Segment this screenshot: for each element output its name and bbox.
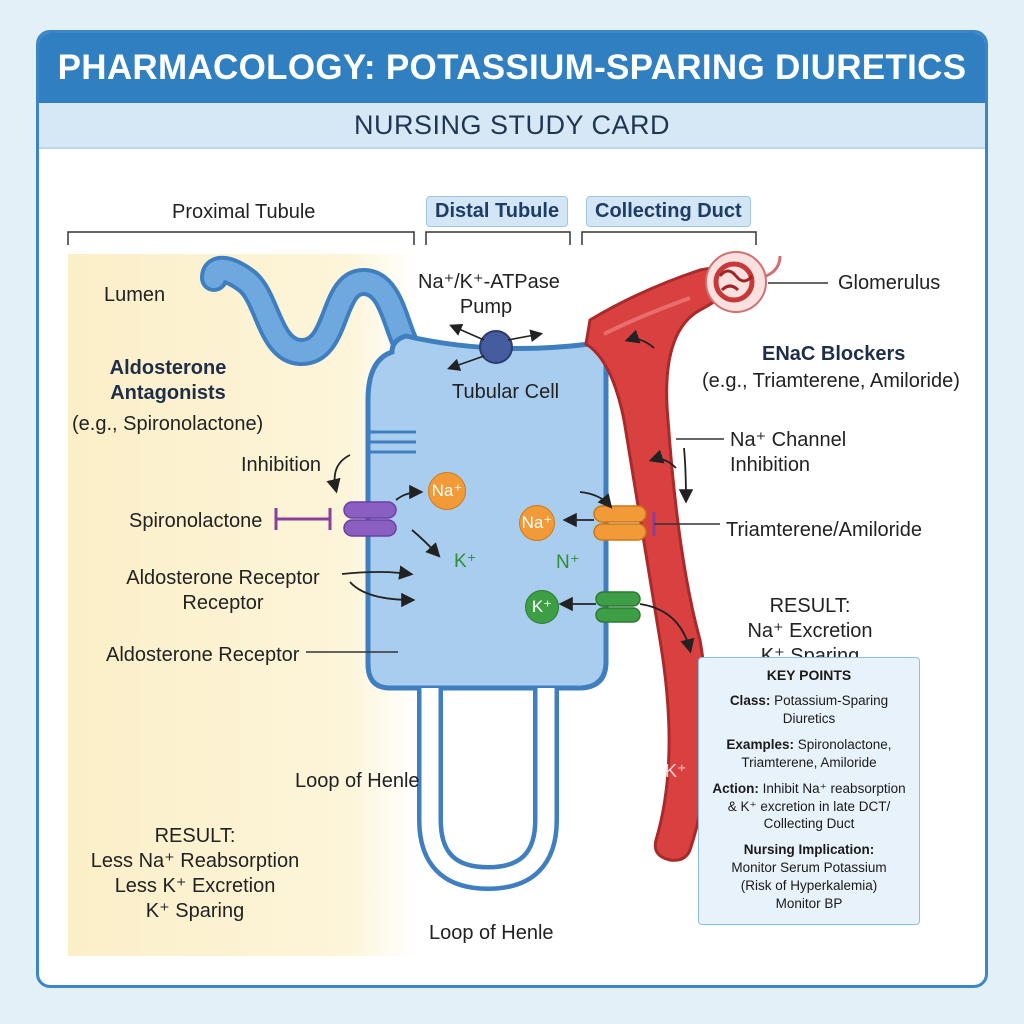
- key-points-title: KEY POINTS: [766, 667, 852, 683]
- k-ion-vessel: K⁺: [665, 761, 687, 781]
- key-points-box: KEY POINTS Class: Potassium-Sparing Diur…: [698, 657, 920, 925]
- class-value: Potassium-Sparing Diuretics: [774, 693, 889, 727]
- left-panel-background: [68, 254, 418, 956]
- na-channel-inhibition-label: Na⁺ Channel Inhibition: [730, 428, 846, 478]
- segment-distal-label: Distal Tubule: [426, 196, 569, 227]
- action-label: Action:: [712, 780, 759, 796]
- enac-blockers-heading: ENaC Blockers: [762, 343, 906, 365]
- k-channel: [595, 591, 641, 623]
- n-ion-right: N⁺: [556, 552, 580, 573]
- microvilli: [368, 430, 416, 454]
- subtitle-bar: NURSING STUDY CARD: [39, 103, 985, 149]
- receptor-line1: Aldosterone Receptor: [126, 567, 320, 589]
- lumen-label: Lumen: [104, 284, 166, 306]
- drug-class-line1: Aldosterone: [109, 357, 227, 379]
- nursing-label: Nursing Implication:: [743, 842, 875, 858]
- loop-of-henle: [417, 688, 559, 892]
- spironolactone-inhibitor: [274, 508, 332, 530]
- examples-value: Spironolactone,: [797, 737, 892, 753]
- loop-of-henle-bottom-label: Loop of Henle: [429, 922, 554, 944]
- na-ion-left: Na⁺: [428, 472, 466, 510]
- key-points-nursing: Nursing Implication: Monitor Serum Potas…: [705, 841, 913, 912]
- enac-channel: [593, 505, 647, 541]
- examples-value2: Triamterene, Amiloride: [741, 754, 877, 770]
- page-subtitle: NURSING STUDY CARD: [353, 109, 671, 140]
- segment-proximal-label: Proximal Tubule: [172, 201, 316, 223]
- examples-label: Examples:: [726, 737, 794, 753]
- glomerulus: [705, 251, 782, 313]
- tubular-cell-label: Tubular Cell: [452, 381, 560, 403]
- glomerulus-label: Glomerulus: [838, 272, 941, 294]
- na-k-atpase-pump: [479, 330, 513, 364]
- nursing-line3: Monitor BP: [775, 895, 843, 911]
- loop-of-henle-label: Loop of Henle: [295, 770, 420, 792]
- aldosterone-receptor: [343, 501, 397, 537]
- channel-line1: Na⁺ Channel: [730, 429, 847, 451]
- key-points-class: Class: Potassium-Sparing Diuretics: [705, 692, 913, 728]
- title-bar: PHARMACOLOGY: POTASSIUM-SPARING DIURETIC…: [39, 33, 985, 103]
- aldosterone-receptor-label: Aldosterone Receptor: [106, 644, 300, 666]
- left-result-line2: Less K⁺ Excretion: [114, 875, 276, 897]
- segment-collecting-label: Collecting Duct: [586, 196, 751, 227]
- right-result-title: RESULT:: [769, 595, 851, 617]
- segment-brackets: [67, 231, 757, 245]
- action-value: Inhibit Na⁺ reabsorption: [762, 780, 906, 796]
- na-ion-right: Na⁺: [519, 505, 555, 541]
- pump-line1: Na⁺/K⁺-ATPase: [418, 271, 560, 293]
- na-k-pump-label: Na⁺/K⁺-ATPase Pump: [418, 270, 560, 320]
- k-ion-right: K⁺: [525, 590, 559, 624]
- inhibition-label: Inhibition: [241, 454, 322, 476]
- triamterene-amiloride-label: Triamterene/Amiloride: [726, 519, 922, 541]
- pump-line2: Pump: [459, 296, 513, 318]
- k-ion-left: K⁺: [454, 551, 477, 572]
- right-result-line1: Na⁺ Excretion: [747, 620, 873, 642]
- receptor-line2: Receptor: [182, 592, 264, 614]
- nursing-line2: (Risk of Hyperkalemia): [740, 877, 878, 893]
- left-result: RESULT: Less Na⁺ Reabsorption Less K⁺ Ex…: [82, 824, 308, 924]
- drug-class-line2: Antagonists: [110, 382, 226, 404]
- action-value3: Collecting Duct: [763, 816, 855, 832]
- nursing-line1: Monitor Serum Potassium: [731, 859, 887, 875]
- left-result-title: RESULT:: [154, 825, 236, 847]
- action-value2: & K⁺ excretion in late DCT/: [727, 798, 891, 814]
- left-result-line3: K⁺ Sparing: [145, 900, 245, 922]
- key-points-examples: Examples: Spironolactone, Triamterene, A…: [705, 736, 913, 772]
- spironolactone-example: (e.g., Spironolactone): [72, 413, 264, 435]
- key-points-action: Action: Inhibit Na⁺ reabsorption & K⁺ ex…: [705, 780, 913, 833]
- aldosterone-receptor-caption: Aldosterone Receptor Receptor: [120, 566, 326, 616]
- class-label: Class:: [729, 693, 771, 709]
- channel-line2: Inhibition: [730, 454, 811, 476]
- spironolactone-label: Spironolactone: [129, 510, 263, 532]
- aldosterone-antagonists-heading: Aldosterone Antagonists: [96, 356, 240, 406]
- enac-example: (e.g., Triamterene, Amiloride): [702, 370, 960, 392]
- page-title: PHARMACOLOGY: POTASSIUM-SPARING DIURETIC…: [57, 48, 967, 87]
- left-result-line1: Less Na⁺ Reabsorption: [90, 850, 300, 872]
